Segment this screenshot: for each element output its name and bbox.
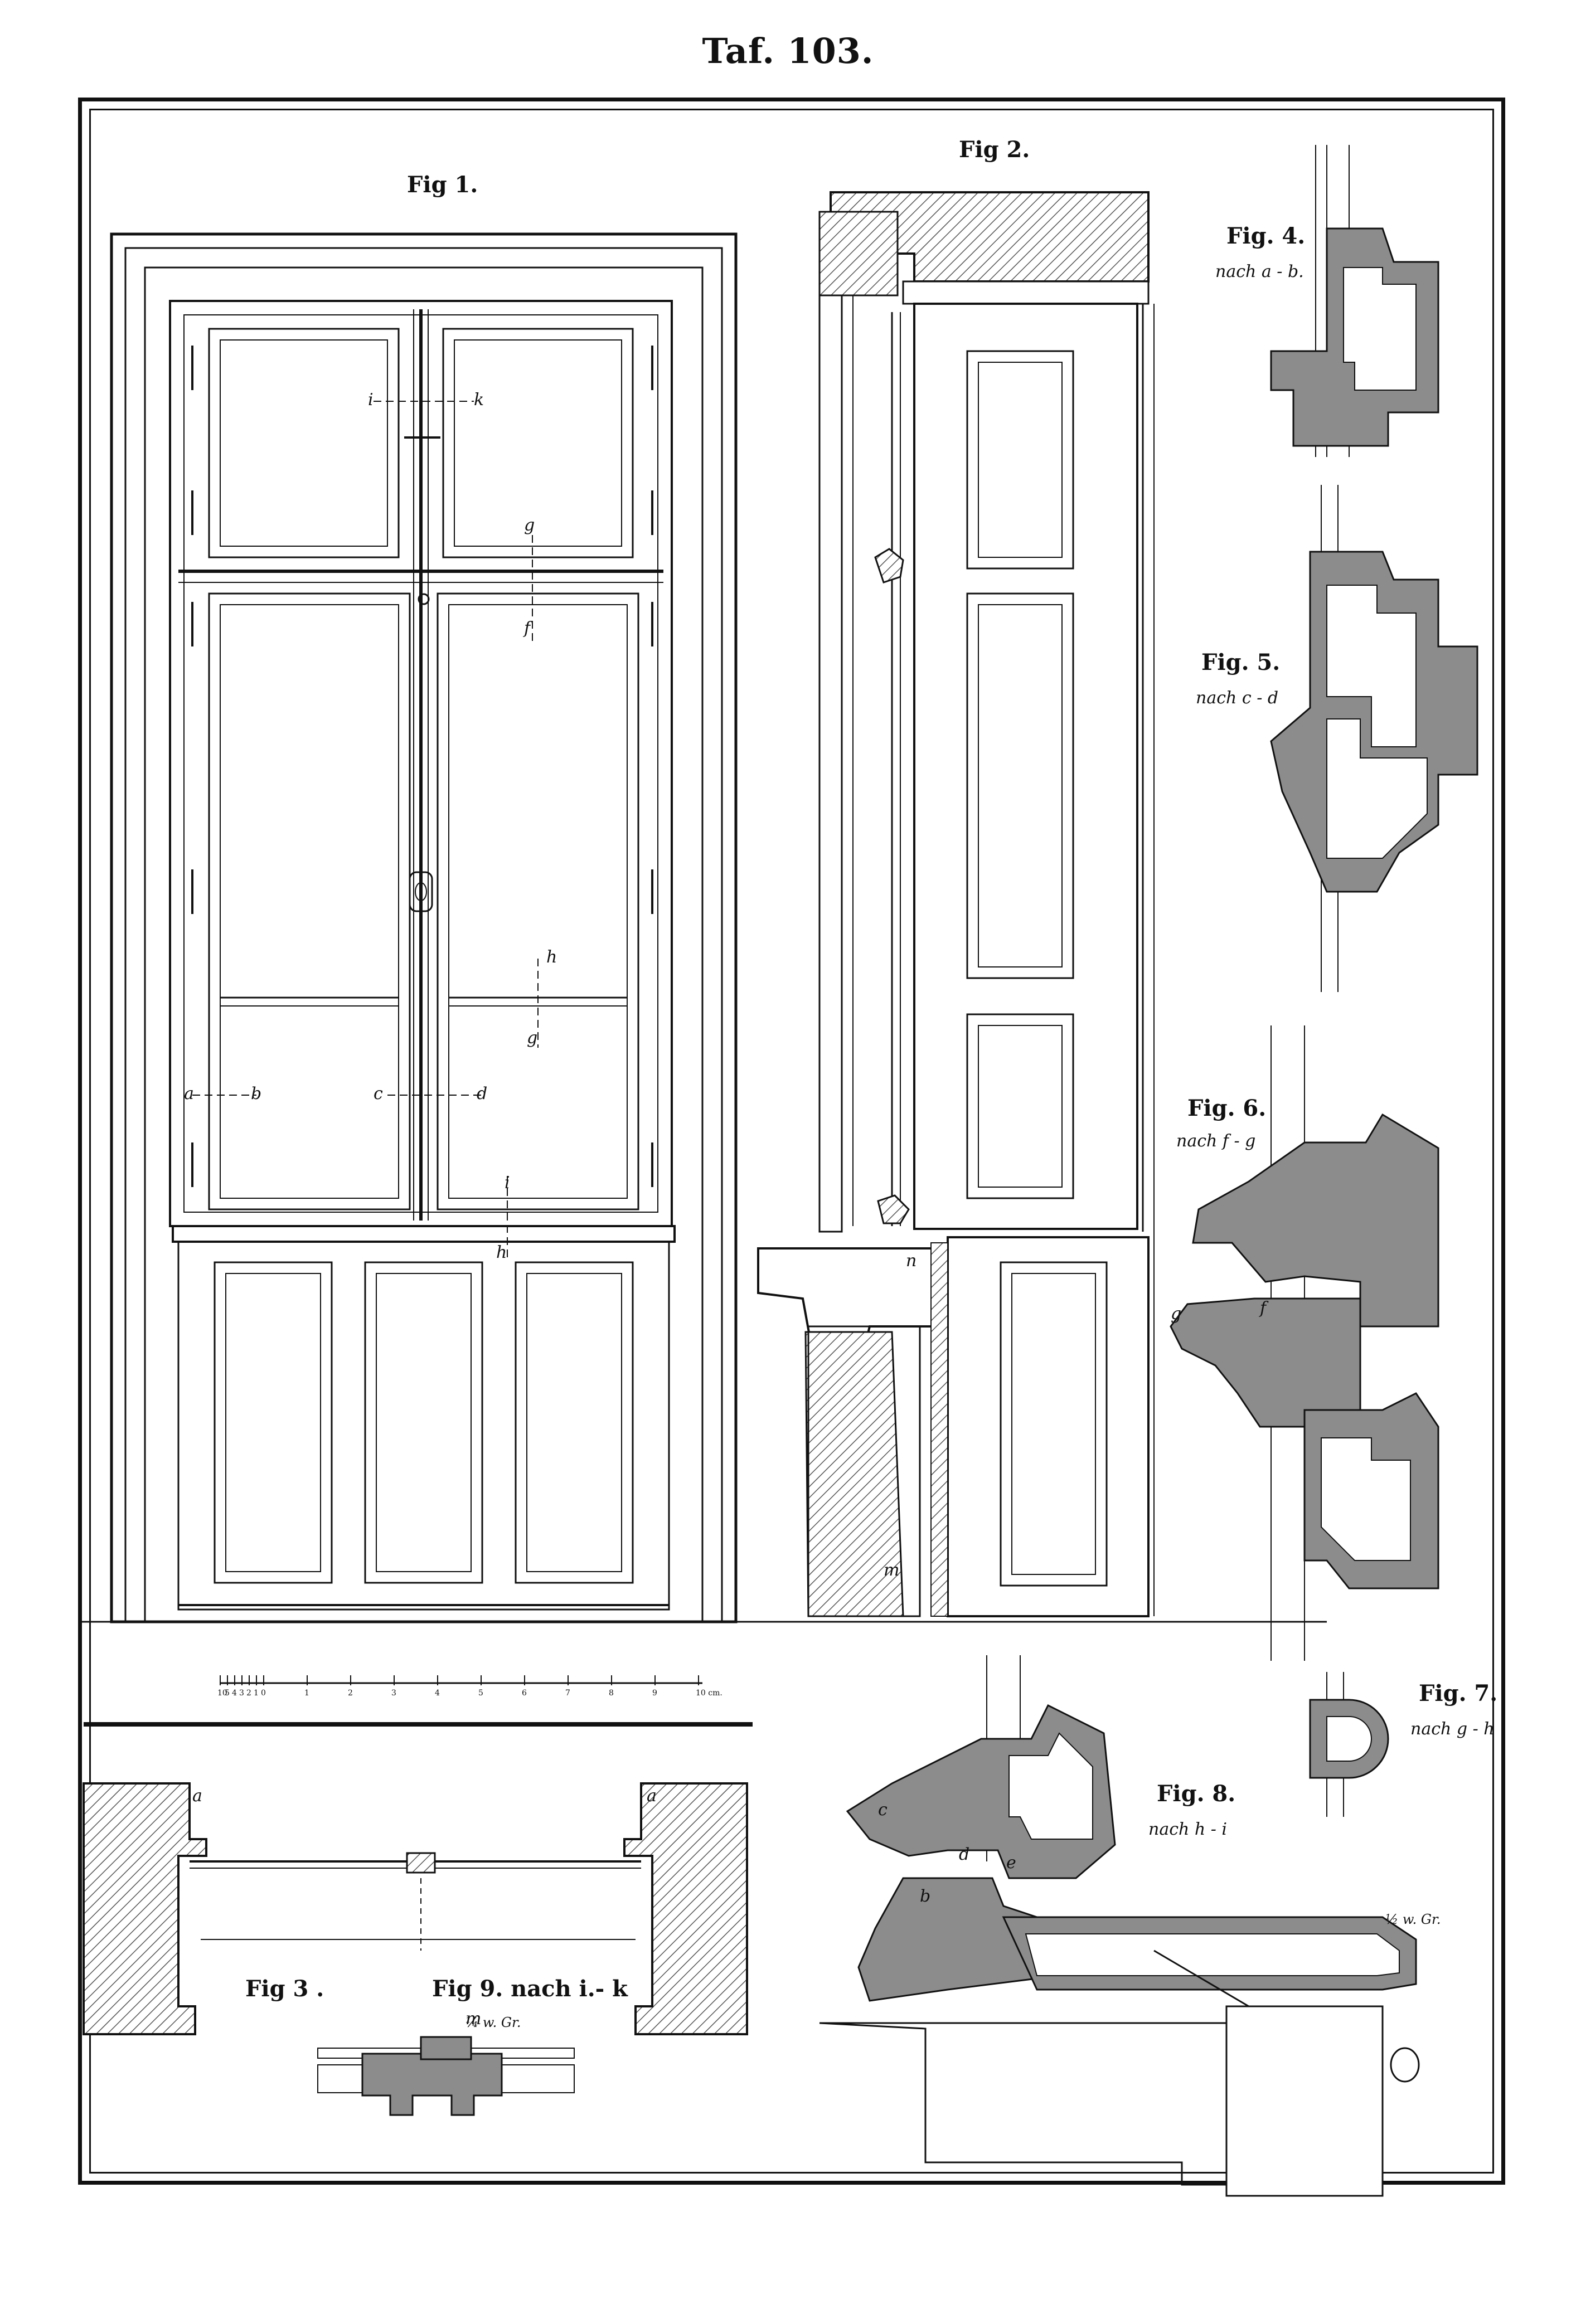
fig2-panel-3 [966,1013,1074,1199]
fig3-label: Fig 3 . [245,1976,324,2002]
letter-b-fig1: b [251,1084,262,1103]
letter-h-fig1: h [546,947,557,967]
letter-a-fig3-left: a [192,1786,202,1806]
fig2-vertical-section [757,191,1155,1617]
fig8-note: nach h - i [1148,1820,1227,1839]
fig3-wall-right [623,1782,748,2035]
fig5-profile [1270,485,1478,992]
letter-k-fig1: k [474,390,484,410]
fig4-profile [1270,145,1439,457]
fig6-label: Fig. 6. [1187,1095,1267,1121]
fig1-casing-outer [110,232,738,1623]
letter-a-fig3-right: a [647,1786,657,1806]
fig3-wall-left [83,1782,207,2035]
fig2-jamb-left [818,294,843,1233]
fig1-label: Fig 1. [407,172,478,198]
letter-d-fig1: d [477,1084,488,1103]
fig2-panel-2 [966,592,1074,979]
fig1-sill [172,1225,676,1243]
fig1-lower-left-casement [208,592,411,1210]
fig7-label: Fig. 7. [1419,1680,1498,1706]
letter-i2-fig1: i [505,1173,510,1193]
scale-tick-label: 4 [435,1689,440,1698]
scale-tick-label: 1 [254,1689,259,1698]
fig5-note: nach c - d [1196,688,1279,708]
letter-m-fig9: m [465,2009,482,2029]
scale-tick-label: 4 [232,1689,237,1698]
scale-tick-label: 2 [246,1689,251,1698]
fig1-hinges [191,346,653,1187]
letter-m-fig2: m [884,1560,900,1580]
scale-tick-label: 3 [239,1689,244,1698]
letter-f-fig6: f [1260,1299,1267,1318]
fig8-scale-note: ½ w. Gr. [1385,1912,1441,1927]
scale-tick-label: 10 [217,1689,227,1698]
letter-a-fig1: a [184,1084,194,1103]
plate-title: Taf. 103. [702,31,874,71]
fig1-section-lines [192,401,539,1260]
scale-tick-label: 8 [609,1689,614,1698]
fig4-note: nach a - b. [1215,262,1304,281]
letter-b-fig8: b [920,1887,931,1906]
letter-e-fig8: e [1006,1853,1016,1873]
scale-tick-label: 5 [478,1689,483,1698]
fig5-label: Fig. 5. [1201,649,1281,675]
fig9-label: Fig 9. nach i.- k [432,1976,628,2002]
plate-frame-outer [78,98,1505,2185]
fig2-dado-lower [947,1236,1150,1617]
fig6-note: nach f - g [1176,1131,1256,1151]
scale-tick-label: 5 [225,1689,230,1698]
fig8-label: Fig. 8. [1157,1781,1236,1807]
fig2-panel-1 [966,350,1074,570]
fig1-casing-inner [144,266,704,1623]
scale-tick-label: 3 [391,1689,396,1698]
letter-c-fig1: c [374,1084,383,1103]
fig1-espagnolette-handle [409,871,433,912]
fig4-label: Fig. 4. [1226,223,1306,249]
scale-tick-label: 2 [348,1689,353,1698]
fig9-detail [317,2036,575,2116]
fig9-scale-note: ¼ w. Gr. [465,2015,521,2030]
letter-f-fig1: f [524,619,531,638]
fig1-lower-right-casement [437,592,639,1210]
fig2-shutter-leaf [913,303,1138,1230]
letter-h2-fig1: h [496,1243,507,1262]
scale-tick-label: 1 [304,1689,309,1698]
fig1-upper-left-pane [208,328,400,558]
fig1-dado [177,1241,670,1611]
fig8-profile [819,1655,1420,2197]
fig1-dado-panel-1 [214,1261,333,1584]
fig2-label: Fig 2. [959,137,1030,163]
letter-d-fig8: d [959,1845,970,1864]
fig1-window-elevation [78,232,1327,1623]
letter-g-fig1: g [524,516,535,535]
scale-tick-label: 10 cm. [696,1689,722,1698]
fig3-plan-section [83,1722,753,2035]
fig6-profile [1170,1025,1439,1661]
scale-bar [220,1675,702,1685]
letter-n-fig2: n [906,1251,917,1271]
letter-c-fig8: c [878,1800,888,1820]
letter-g2-fig1: g [527,1028,538,1048]
fig1-dado-panel-3 [515,1261,634,1584]
scale-tick-label: 6 [522,1689,527,1698]
scale-tick-label: 7 [565,1689,570,1698]
fig7-profile [1309,1672,1389,1817]
scale-tick-label: 0 [261,1689,266,1698]
fig1-upper-right-pane [442,328,634,558]
letter-i-fig1: i [368,390,374,410]
fig1-dado-panel-2 [364,1261,483,1584]
plate-frame-inner [89,109,1494,2174]
fig7-note: nach g - h [1410,1719,1495,1739]
letter-g-fig6: g [1171,1304,1182,1324]
scale-tick-label: 9 [652,1689,657,1698]
